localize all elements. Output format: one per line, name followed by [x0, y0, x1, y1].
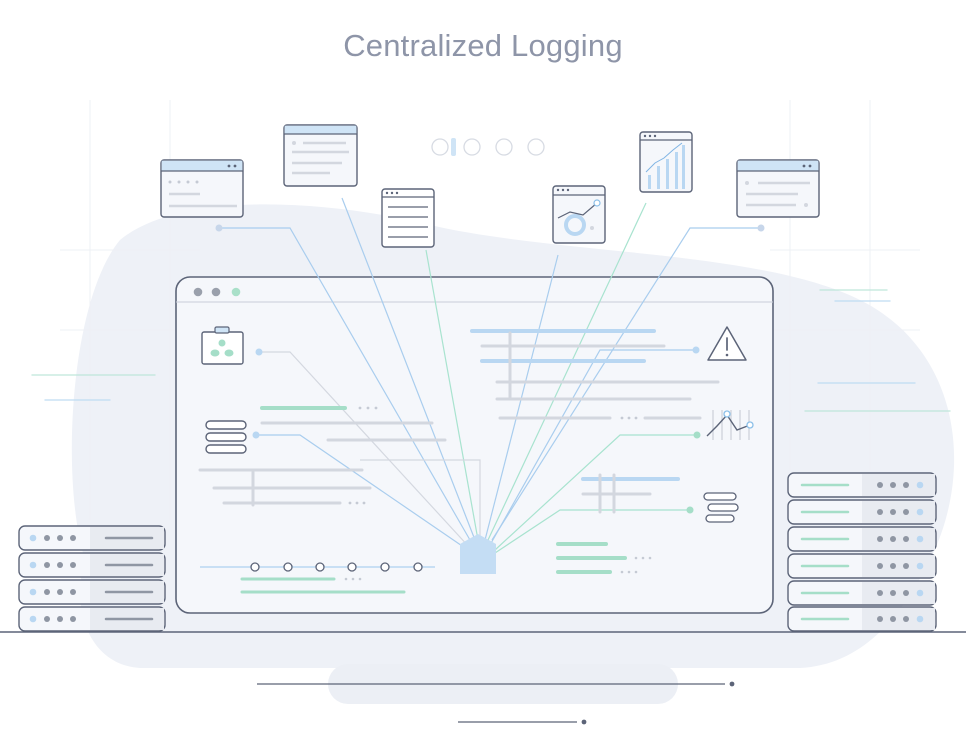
- server-unit: [18, 579, 166, 605]
- left-server-rack: [18, 525, 166, 632]
- right-server-rack: [787, 472, 937, 632]
- server-unit: [787, 606, 937, 632]
- bottom-decor-lines: [257, 681, 735, 725]
- diagram-title: Centralized Logging: [343, 28, 623, 63]
- analytics-chart-window: [552, 185, 606, 244]
- log-lines-mid-right: [556, 473, 680, 574]
- connector-lines: [219, 197, 761, 554]
- log-text-window: [736, 159, 820, 218]
- trend-line-icon: [706, 410, 754, 440]
- warning-triangle-icon: [707, 326, 747, 361]
- server-unit: [787, 526, 937, 552]
- log-list-window: [160, 159, 244, 218]
- server-unit: [787, 580, 937, 606]
- log-text-window: [283, 124, 358, 187]
- bar-chart-window: [639, 131, 693, 193]
- database-stack-icon: [205, 420, 247, 454]
- server-unit: [18, 525, 166, 551]
- stack-list-icon: [703, 492, 739, 523]
- document-window: [381, 188, 435, 248]
- server-unit: [18, 552, 166, 578]
- log-lines-left: [198, 406, 447, 507]
- log-lines-top-right: [470, 329, 720, 420]
- pagination-dots: [431, 138, 545, 156]
- collector-hub-icon: [460, 534, 496, 574]
- server-unit: [787, 499, 937, 525]
- timeline-track: [200, 562, 435, 594]
- server-unit: [787, 553, 937, 579]
- server-unit: [18, 606, 166, 632]
- plugin-module-icon: [201, 326, 244, 365]
- server-unit: [787, 472, 937, 498]
- motion-lines: [31, 289, 951, 412]
- connector-endpoints: [215, 224, 765, 514]
